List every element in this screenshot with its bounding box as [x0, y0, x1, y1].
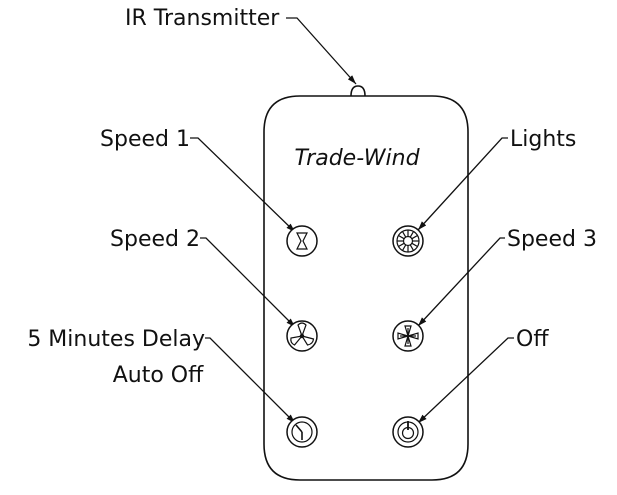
leader-speed-3 — [417, 237, 505, 327]
label-delay-line-1: 5 Minutes Delay — [27, 327, 205, 352]
label-speed-1: Speed 1 — [100, 127, 190, 152]
speed-2-button[interactable] — [286, 320, 318, 352]
bowtie-icon — [296, 232, 308, 250]
speed-1-button[interactable] — [286, 225, 318, 257]
label-speed-2: Speed 2 — [110, 227, 200, 252]
four-blade-fan-icon — [397, 325, 419, 347]
label-off: Off — [516, 327, 549, 352]
three-blade-fan-icon — [290, 322, 315, 346]
leader-speed-2 — [200, 237, 296, 328]
label-speed-3: Speed 3 — [507, 227, 597, 252]
label-lights: Lights — [510, 127, 576, 152]
leader-speed-1 — [190, 137, 296, 233]
speed-3-button[interactable] — [392, 320, 424, 352]
label-ir-transmitter: IR Transmitter — [125, 6, 280, 31]
remote-body — [263, 95, 469, 481]
leader-delay — [205, 337, 296, 424]
leader-ir-transmitter — [286, 17, 357, 85]
clock-icon — [291, 421, 313, 443]
off-button[interactable] — [392, 416, 424, 448]
delay-auto-off-button[interactable] — [286, 416, 318, 448]
leader-lights — [417, 137, 508, 231]
brand-label: Trade-Wind — [294, 146, 420, 171]
label-delay-line-2: Auto Off — [113, 363, 204, 388]
lights-button[interactable] — [392, 225, 424, 257]
power-icon — [397, 421, 419, 443]
ir-transmitter-bump — [350, 85, 366, 97]
sunburst-icon — [396, 229, 420, 253]
leader-off — [417, 337, 514, 424]
